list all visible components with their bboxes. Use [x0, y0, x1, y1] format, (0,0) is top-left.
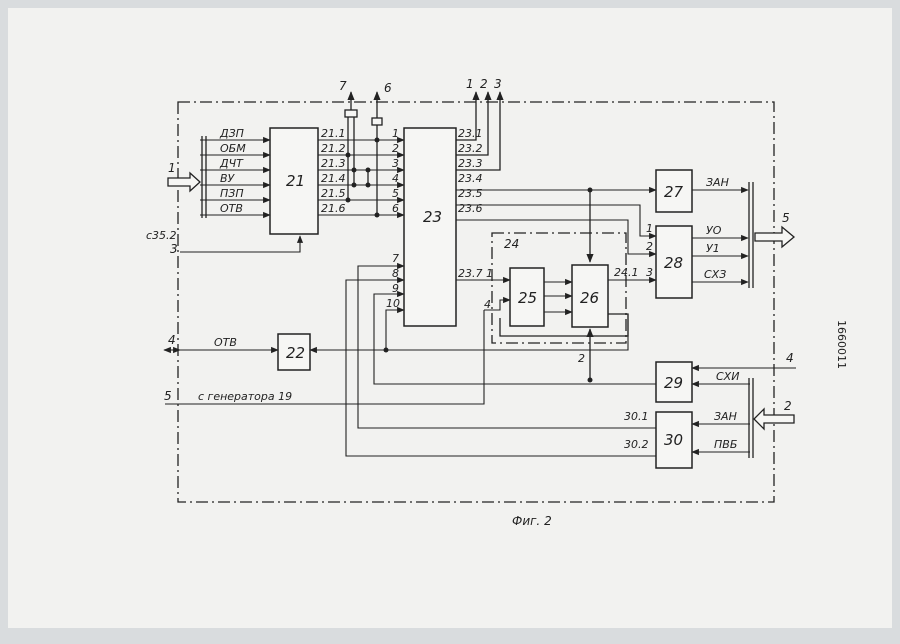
block-23 [404, 128, 456, 326]
block-30-out-1: 30.1 [624, 410, 649, 423]
out-23-2: 23.2 [458, 142, 483, 155]
block-28-in-2: 2 [646, 240, 653, 253]
in-23-7: 7 [392, 252, 399, 265]
block-28-in-3: 3 [646, 266, 653, 279]
in-23-5: 5 [392, 187, 399, 200]
block-29-label: 29 [664, 374, 683, 392]
input-vu: ВУ [220, 172, 236, 185]
top-output-2: 2 [480, 77, 488, 91]
generator-label: с генератора 19 [198, 390, 292, 403]
block-25-label: 25 [518, 289, 537, 307]
in-23-6: 6 [392, 202, 399, 215]
in-23-1: 1 [392, 127, 399, 140]
block-26-label: 26 [580, 289, 599, 307]
out-23-5: 23.5 [458, 187, 483, 200]
top-output-1: 1 [466, 77, 474, 91]
out-23-7: 23.7 [458, 267, 483, 280]
output-bus-5 [749, 182, 794, 288]
block-24-label: 24 [504, 237, 519, 251]
input-3-label: 3 [170, 242, 178, 256]
block-23-label: 23 [423, 208, 442, 226]
top-output-6: 6 [384, 81, 392, 95]
in-23-4: 4 [392, 172, 399, 185]
block-24-out-24-1: 24.1 [614, 266, 639, 279]
otv-label: ОТВ [214, 336, 237, 349]
block-30-in-pvb: ПВБ [714, 438, 737, 451]
left-output-4: 4 [168, 333, 176, 347]
in-23-9: 9 [392, 282, 399, 295]
input-pzp: ПЗП [220, 187, 244, 200]
block-28-out-skhz: СХЗ [704, 268, 726, 281]
block-28-out-u1: У1 [706, 242, 720, 255]
out-21-5: 21.5 [321, 187, 346, 200]
right-input-4: 4 [786, 351, 794, 365]
input-3-wire [180, 236, 300, 252]
input-obm: ОБМ [220, 142, 246, 155]
figure-caption: Фиг. 2 [512, 514, 552, 528]
top-output-7: 7 [339, 79, 347, 93]
block-22-label: 22 [286, 344, 305, 362]
out-21-6: 21.6 [321, 202, 346, 215]
out-23-4: 23.4 [458, 172, 483, 185]
input-otv: ОТВ [220, 202, 243, 215]
out-21-2: 21.2 [321, 142, 346, 155]
input-dcht: ДЧТ [219, 157, 244, 170]
drawing-sheet: 21 ДЗП ОБМ ДЧТ ВУ ПЗП ОТВ 1 с35.2 3 21.1… [8, 8, 892, 628]
output-5-label: 5 [782, 211, 790, 225]
block-28-in-1: 1 [646, 222, 653, 235]
block-24-in-4: 4 [484, 298, 491, 311]
out-23-6: 23.6 [458, 202, 483, 215]
block-28-label: 28 [664, 254, 683, 272]
block-30-in-zan: ЗАН [714, 410, 737, 423]
block-27-label: 27 [664, 183, 684, 201]
block-30-label: 30 [664, 431, 683, 449]
out-21-4: 21.4 [321, 172, 346, 185]
in-23-10: 10 [386, 297, 400, 310]
input-1-label: 1 [168, 161, 176, 175]
in-23-3: 3 [392, 157, 399, 170]
block-27-out-zan: ЗАН [706, 176, 729, 189]
out-23-1: 23.1 [458, 127, 483, 140]
patent-number: 1660011 [835, 320, 848, 369]
block-24-internal-wires [456, 280, 656, 383]
block-24-in-2: 2 [578, 352, 585, 365]
source-c352-label: с35.2 [146, 229, 177, 242]
right-input-2: 2 [784, 399, 792, 413]
block-21-label: 21 [286, 172, 305, 190]
block-28-out-uo: УО [706, 224, 722, 237]
block-23-to-27-28-wires [456, 188, 656, 263]
circuit-diagram: 21 ДЗП ОБМ ДЧТ ВУ ПЗП ОТВ 1 с35.2 3 21.1… [8, 8, 892, 628]
out-23-3: 23.3 [458, 157, 483, 170]
block-30-in-wires [692, 378, 794, 458]
top-output-3: 3 [494, 77, 502, 91]
in-23-2: 2 [392, 142, 399, 155]
block-30-out-2: 30.2 [624, 438, 649, 451]
in-23-8: 8 [392, 267, 399, 280]
input-1-arrow [168, 173, 200, 191]
input-dzp: ДЗП [219, 127, 244, 140]
out-21-1: 21.1 [321, 127, 346, 140]
out-21-3: 21.3 [321, 157, 346, 170]
block-29-in-skhi: СХИ [716, 370, 739, 383]
left-input-5: 5 [164, 389, 172, 403]
block-24-in-1: 1 [486, 267, 493, 280]
